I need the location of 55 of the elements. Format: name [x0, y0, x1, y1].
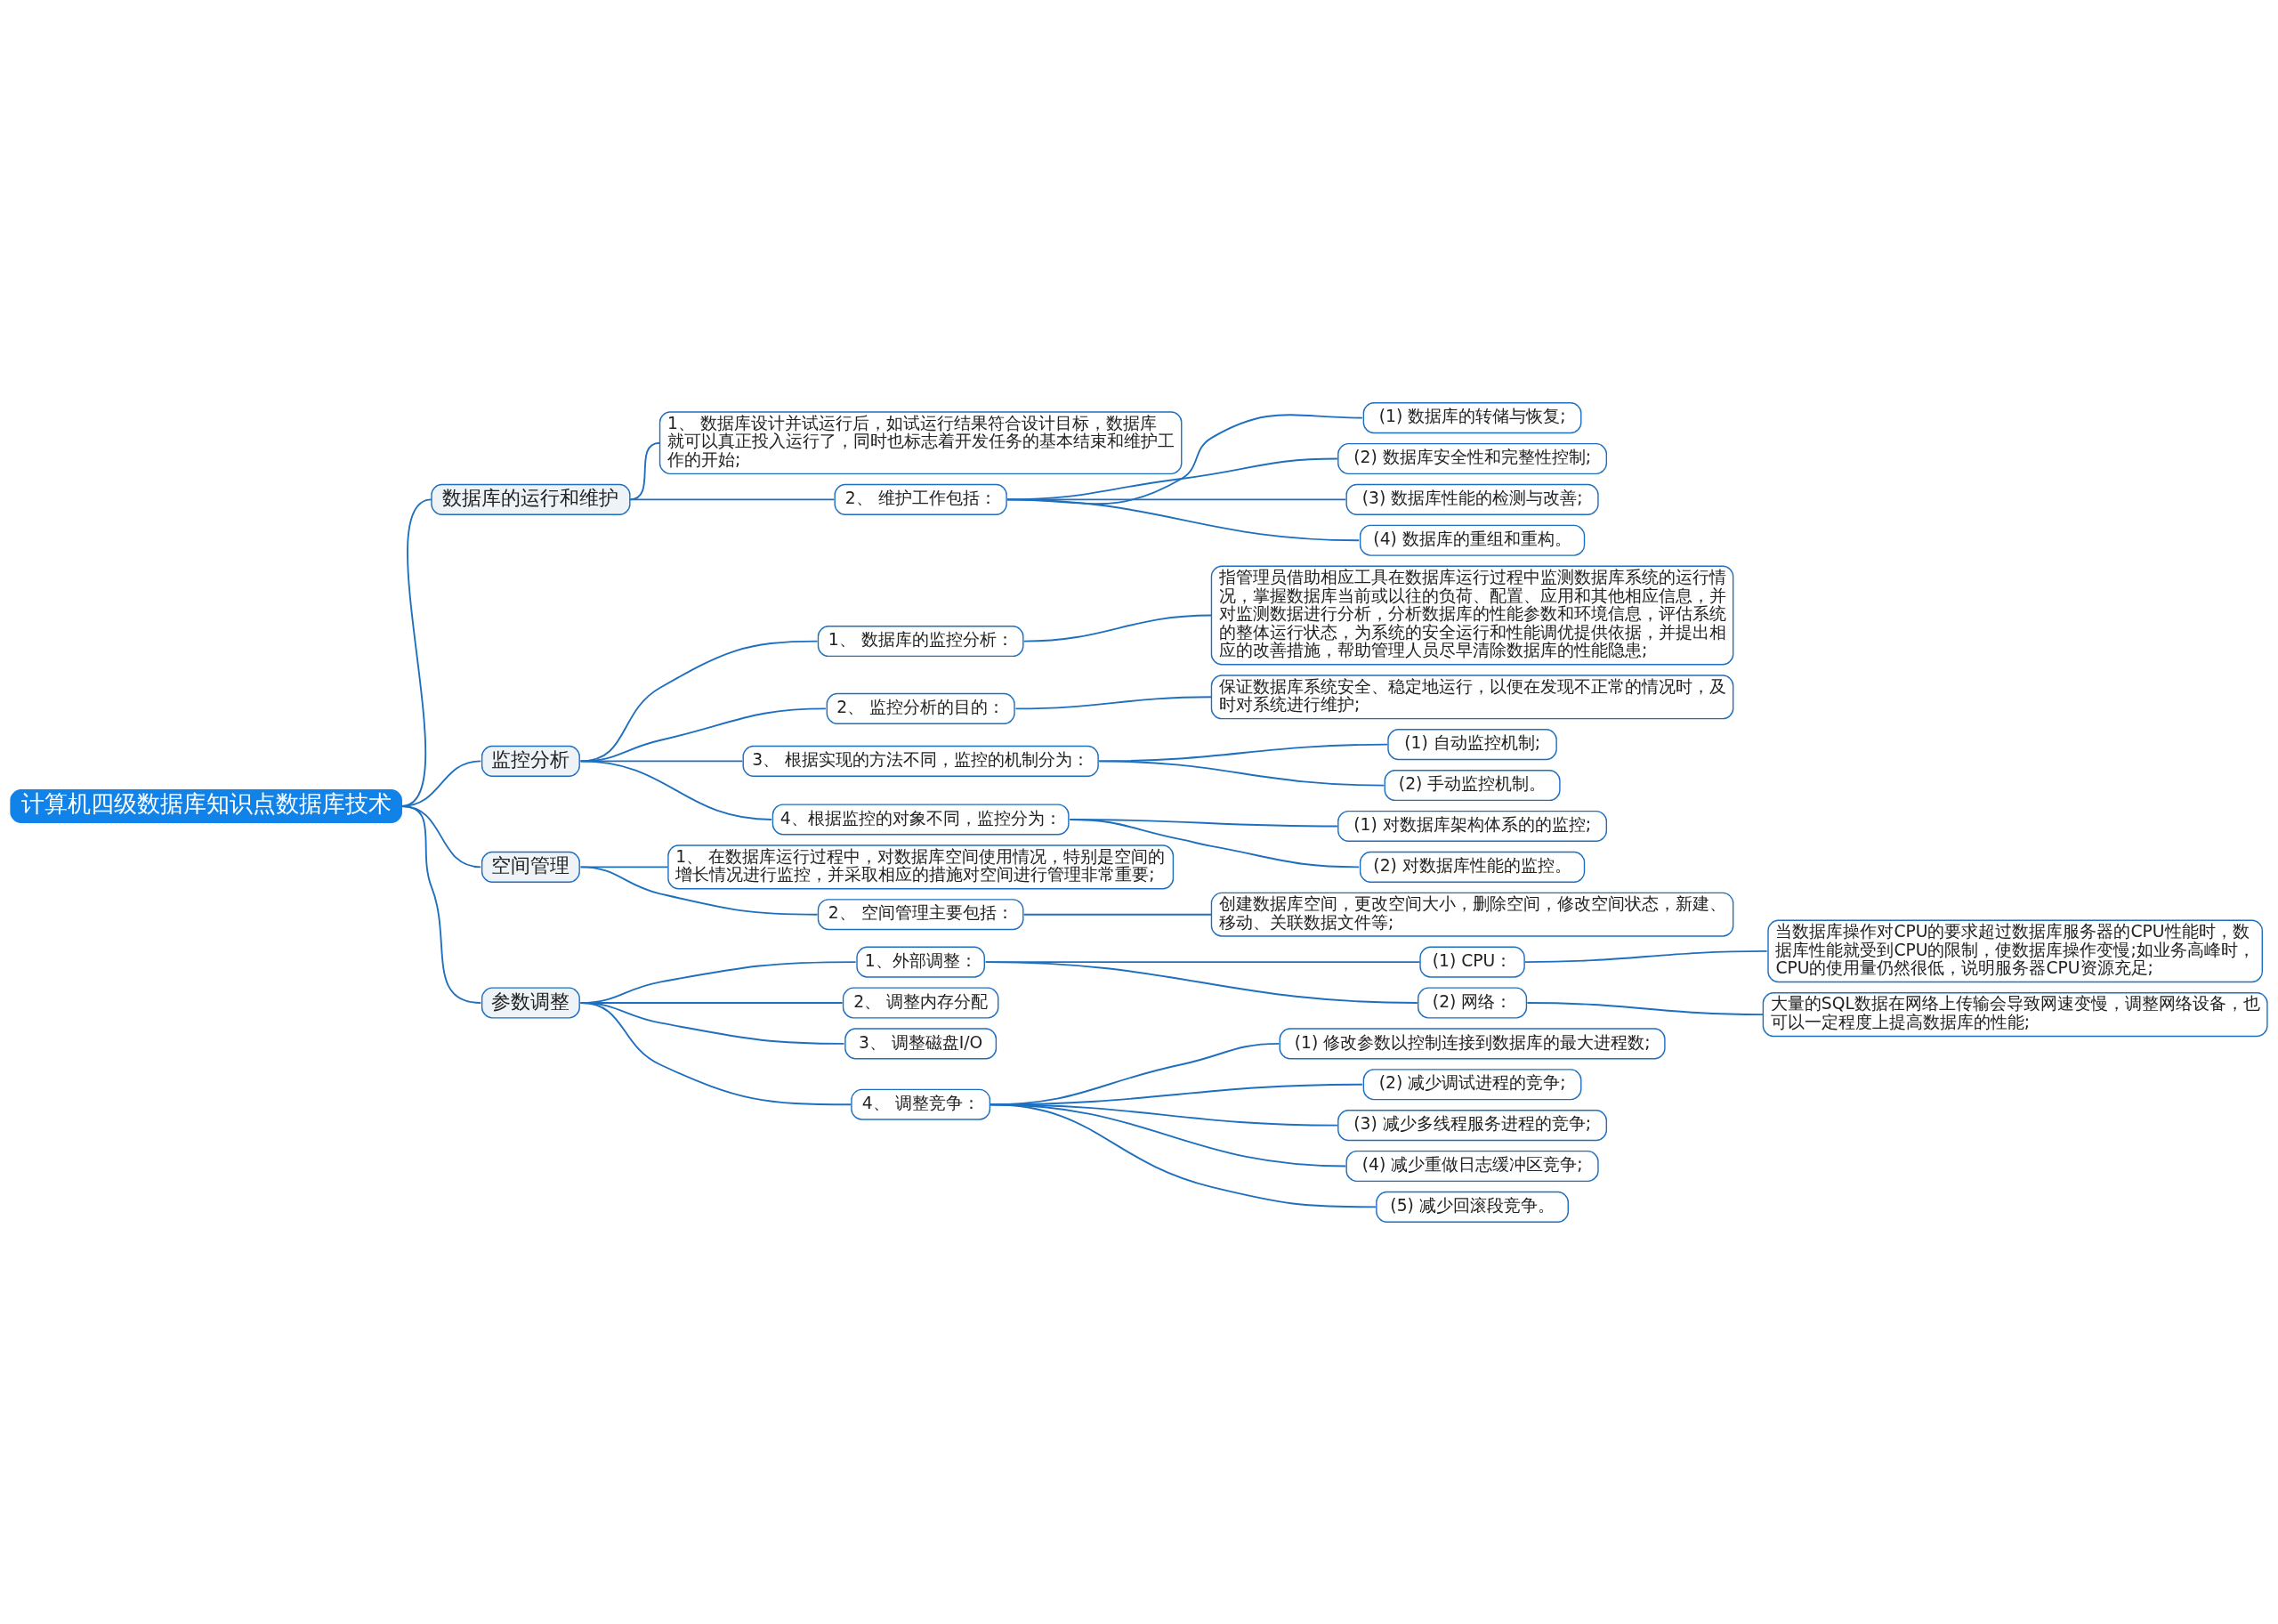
- node-box: 3、 根据实现的方法不同，监控的机制分为：: [742, 745, 1099, 777]
- node-box: 空间管理: [481, 851, 580, 883]
- node-box: (4) 数据库的重组和重构。: [1359, 524, 1586, 556]
- connector: [1526, 1001, 1765, 1015]
- node-box: (3) 减少多线程服务进程的竞争;: [1337, 1109, 1608, 1141]
- connector: [1006, 497, 1361, 541]
- connector: [579, 865, 819, 916]
- node-box: 数据库的运行和维护: [431, 483, 631, 515]
- node-box: 监控分析: [481, 745, 580, 777]
- node-box: 当数据库操作对CPU的要求超过数据库服务器的CPU性能时，数据库性能就受到CPU的限制，使数据库操作变慢;如业务高峰时，CPU的使用量仍然很低，说明服务器CPU资源充足;: [1767, 919, 2263, 982]
- node-box: (2) 对数据库性能的监控。: [1359, 851, 1586, 883]
- connector: [1069, 818, 1361, 868]
- node-box: 2、 调整内存分配: [842, 986, 999, 1019]
- node-box: (2) 网络：: [1418, 986, 1528, 1019]
- node-box: (5) 减少回滚段竞争。: [1376, 1191, 1569, 1223]
- node-box: (1) 自动监控机制;: [1387, 728, 1557, 760]
- connector: [579, 707, 827, 762]
- node-box: 3、 调整磁盘I/O: [844, 1027, 998, 1059]
- node-box: (1) 数据库的转储与恢复;: [1362, 401, 1582, 433]
- connector: [984, 960, 1418, 1004]
- connector: [1022, 614, 1213, 642]
- node-box: (1) CPU：: [1419, 946, 1525, 978]
- node-box: 2、 维护工作包括：: [834, 483, 1007, 515]
- node-box: (4) 减少重做日志缓冲区竞争;: [1345, 1150, 1599, 1182]
- connector: [579, 759, 744, 762]
- node-box: 1、 在数据库运行过程中，对数据库空间使用情况，特别是空间的增长情况进行监控，并采取相应的措施对空间进行管理非常重要;: [667, 844, 1175, 889]
- node-box: 2、 空间管理主要包括：: [817, 898, 1024, 930]
- node-box: (2) 减少调试进程的竞争;: [1362, 1068, 1582, 1100]
- connector: [628, 497, 836, 500]
- connector: [990, 1103, 1377, 1208]
- node-box: (2) 手动监控机制。: [1384, 769, 1561, 801]
- node-box: 保证数据库系统安全、稳定地运行，以便在发现不正常的情况时，及时对系统进行维护;: [1210, 674, 1734, 719]
- node-box: 创建数据库空间，更改空间大小，删除空间，修改空间状态，新建、移动、关联数据文件等;: [1210, 892, 1734, 937]
- node-box: (3) 数据库性能的检测与改善;: [1345, 483, 1599, 515]
- node-box: 2、 监控分析的目的：: [826, 692, 1015, 724]
- node-box: 1、外部调整：: [856, 946, 985, 978]
- node-box: 参数调整: [481, 986, 580, 1019]
- node-box: 1、 数据库的监控分析：: [817, 625, 1024, 657]
- connector: [579, 640, 819, 762]
- node-box: 1、 数据库设计并试运行后，如试运行结果符合设计目标，数据库就可以真正投入运行了，同时也标志着开发任务的基本结束和维护工作的开始;: [658, 410, 1183, 474]
- connector: [400, 804, 482, 1004]
- node-box: (1) 对数据库架构体系的的监控;: [1337, 810, 1608, 842]
- connector: [579, 1001, 852, 1105]
- connector: [579, 759, 772, 820]
- connector: [1098, 759, 1385, 786]
- connector: [1523, 949, 1768, 963]
- node-box: (2) 数据库安全性和完整性控制;: [1337, 442, 1608, 474]
- node-box: (1) 修改参数以控制连接到数据库的最大进程数;: [1279, 1027, 1666, 1059]
- node-box: 大量的SQL数据在网络上传输会导致网速变慢，调整网络设备，也可以一定程度上提高数据库的性能;: [1762, 991, 2268, 1037]
- node-box: 4、 调整竞争：: [851, 1088, 991, 1120]
- node-box: 4、根据监控的对象不同，监控分为：: [771, 803, 1070, 836]
- node-box: 计算机四级数据库知识点数据库技术: [10, 788, 402, 823]
- connector: [1014, 695, 1213, 709]
- node-box: 指管理员借助相应工具在数据库运行过程中监测数据库系统的运行情况，掌握数据库当前或以往的负荷、配置、应用和其他相应信息，并对监测数据进行分析，分析数据库的性能参数和环境信息，评估系统的整体运行状态，为系统的安全运行和性能调优提供依据，并提出相应的改善措施，帮助管理人员尽早清除数据库的性能隐患;: [1210, 565, 1734, 665]
- connector: [1022, 913, 1213, 916]
